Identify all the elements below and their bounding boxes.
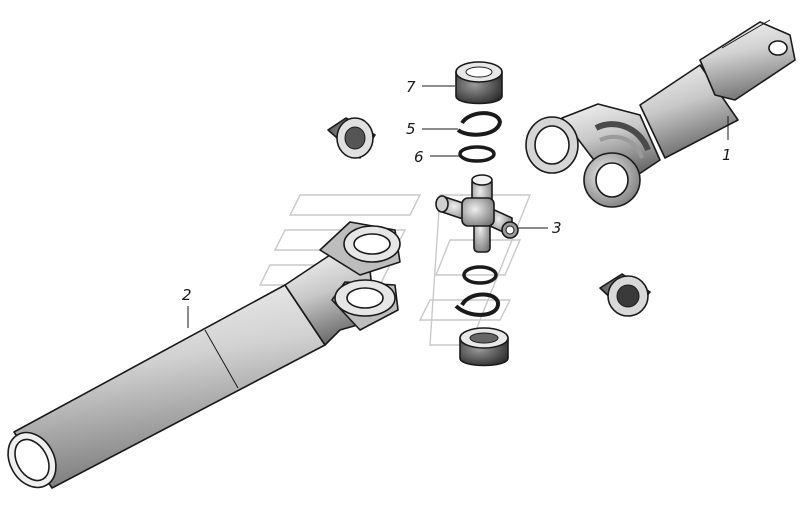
part-1-flange-yoke-shaft: [525, 19, 796, 208]
part-5-circlip-upper: [456, 111, 503, 137]
part-2-slip-yoke-shaft: [7, 221, 401, 489]
leader-lines: [187, 85, 729, 328]
callout-6: 6: [414, 148, 424, 166]
part-3-universal-joint-cross: [435, 174, 519, 253]
callout-5: 5: [406, 120, 416, 138]
callout-7: 7: [406, 78, 416, 96]
circlip-lower: [454, 292, 500, 317]
part-7-needle-bearing-cup: [455, 61, 503, 105]
loose-bearing-cup-right: [599, 273, 651, 317]
callout-1: 1: [722, 146, 732, 164]
loose-bearing-cup-left: [327, 117, 376, 159]
loose-bearing-cup-bottom: [459, 327, 509, 367]
callout-2: 2: [182, 286, 192, 304]
seal-ring-lower: [462, 265, 498, 285]
callout-3: 3: [552, 219, 562, 237]
part-6-seal-ring-upper: [458, 145, 496, 163]
